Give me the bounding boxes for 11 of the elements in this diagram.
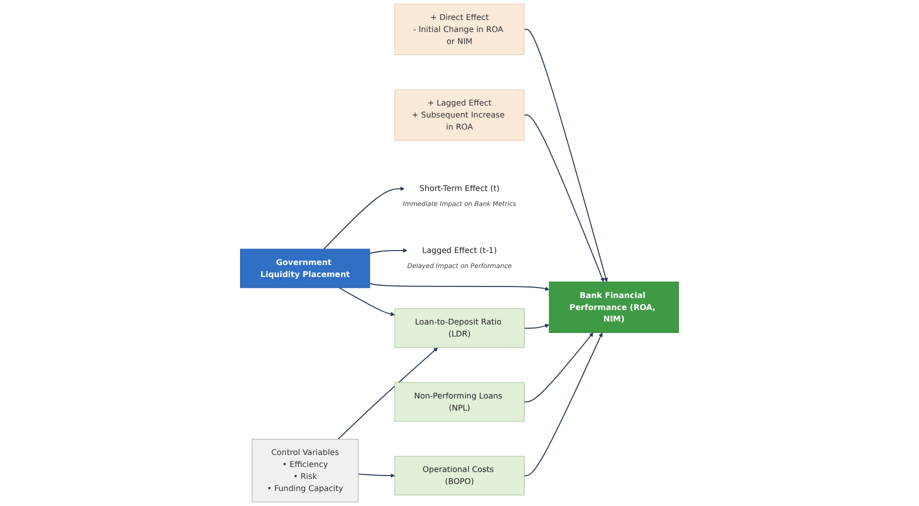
arrow [524,114,604,282]
arrow [524,332,594,402]
arrow [524,324,550,329]
arrow [358,473,395,478]
arrow [337,347,438,440]
arrow [338,287,395,316]
arrow [524,332,603,476]
arrow [369,248,408,254]
arrow [524,28,608,282]
arrow [369,282,550,291]
arrow [323,186,405,250]
